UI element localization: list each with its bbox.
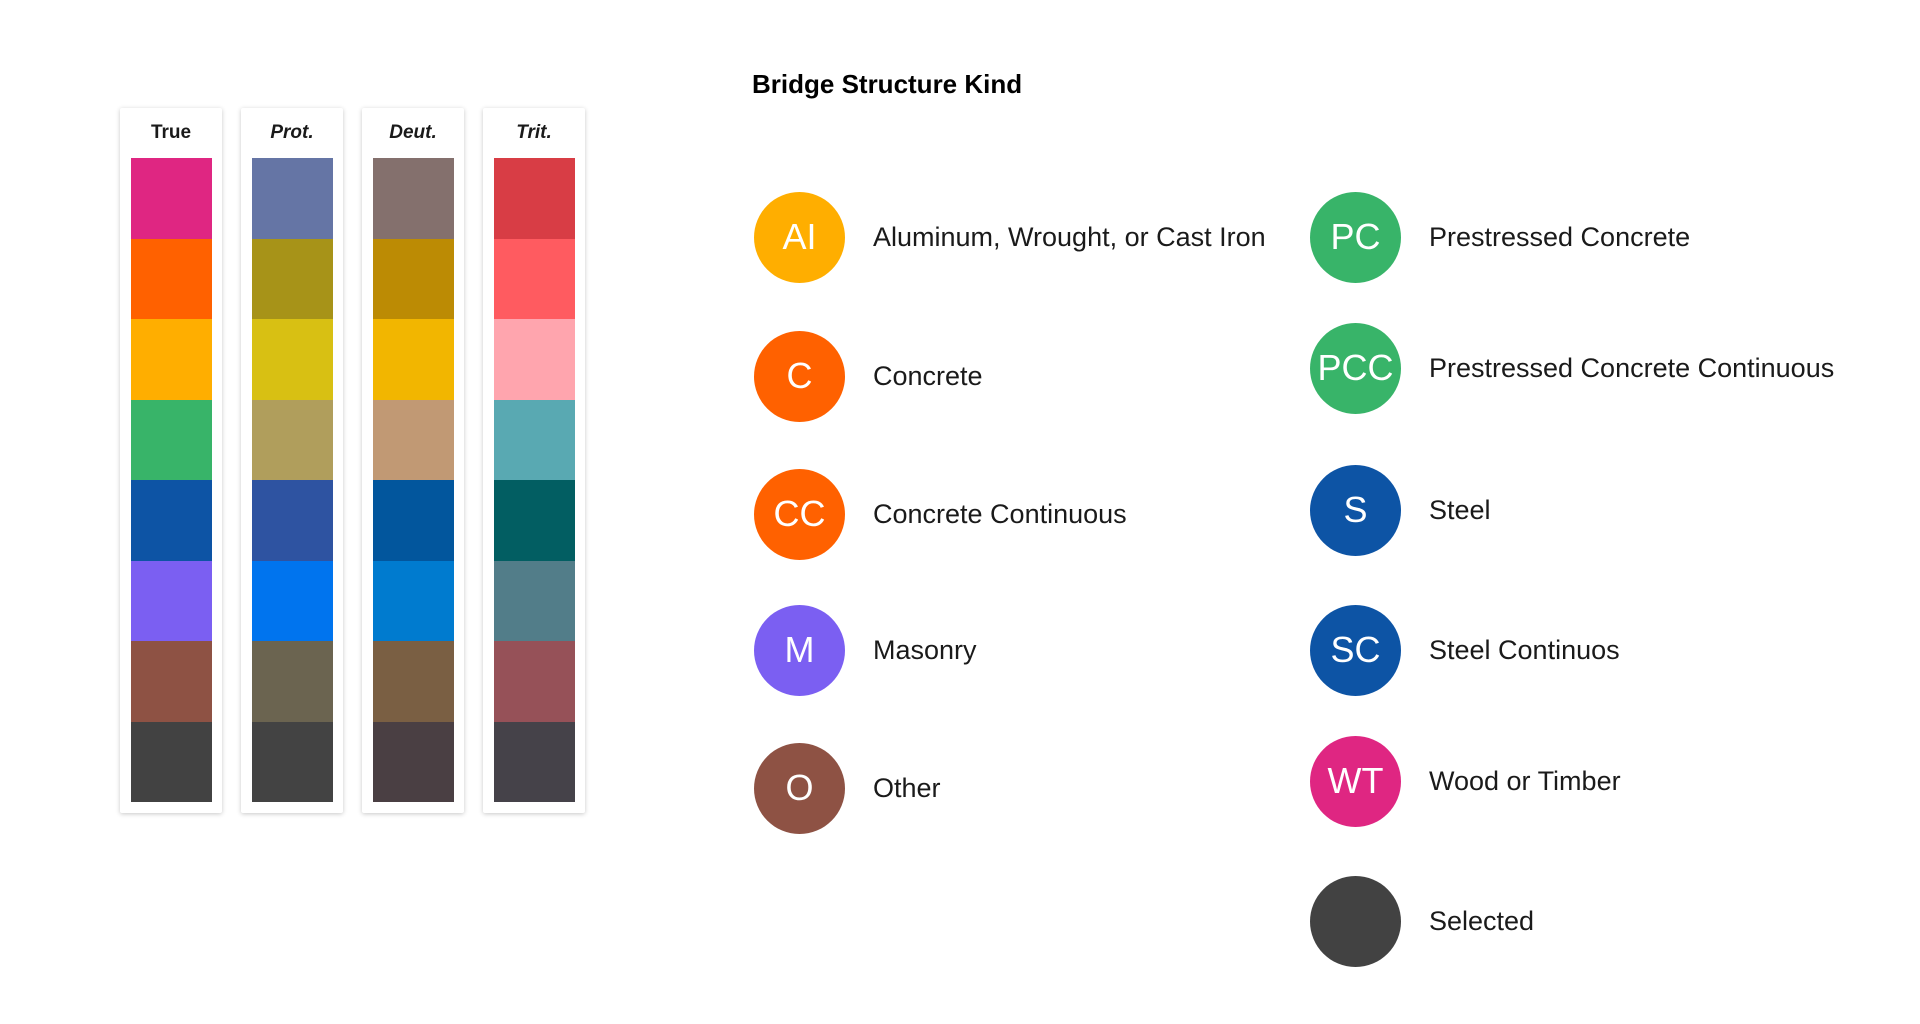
legend-item-selected: Selected bbox=[1310, 875, 1534, 967]
legend-item-other: O Other bbox=[754, 742, 941, 834]
legend-item-steel-continuous: SC Steel Continuos bbox=[1310, 604, 1620, 696]
legend-label: Prestressed Concrete bbox=[1429, 221, 1691, 252]
color-swatch bbox=[252, 560, 333, 641]
color-swatch bbox=[131, 319, 212, 400]
color-swatch bbox=[373, 238, 454, 319]
legend-item-aluminum: AI Aluminum, Wrought, or Cast Iron bbox=[754, 191, 1266, 283]
legend-label: Masonry bbox=[873, 634, 977, 665]
color-swatch bbox=[494, 480, 575, 561]
color-swatch bbox=[373, 721, 454, 802]
swatch-column-deuteranopia: Deut. bbox=[362, 108, 464, 813]
legend-title: Bridge Structure Kind bbox=[752, 69, 1023, 99]
color-swatch bbox=[494, 399, 575, 480]
legend-item-prestressed-concrete: PC Prestressed Concrete bbox=[1310, 191, 1690, 283]
legend-circle: S bbox=[1310, 464, 1401, 556]
color-swatch bbox=[494, 560, 575, 641]
legend-label: Wood or Timber bbox=[1429, 765, 1621, 796]
legend-label: Aluminum, Wrought, or Cast Iron bbox=[873, 221, 1266, 252]
legend-circle: SC bbox=[1310, 604, 1401, 696]
swatch-column-protanopia: Prot. bbox=[241, 108, 343, 813]
swatch-stack bbox=[252, 158, 333, 802]
color-swatch bbox=[494, 721, 575, 802]
color-swatch bbox=[494, 238, 575, 319]
legend-item-concrete: C Concrete bbox=[754, 330, 983, 422]
color-swatch bbox=[494, 158, 575, 239]
color-swatch bbox=[252, 158, 333, 239]
legend-circle: PCC bbox=[1310, 322, 1401, 414]
swatch-stack bbox=[494, 158, 575, 802]
color-swatch bbox=[131, 158, 212, 239]
color-swatch bbox=[252, 238, 333, 319]
swatch-column-title: Deut. bbox=[389, 122, 437, 143]
color-swatch bbox=[131, 641, 212, 722]
legend-item-prestressed-concrete-continuous: PCC Prestressed Concrete Continuous bbox=[1310, 322, 1834, 414]
color-swatch bbox=[373, 319, 454, 400]
legend-item-masonry: M Masonry bbox=[754, 604, 977, 696]
color-swatch bbox=[131, 560, 212, 641]
swatch-column-title: True bbox=[150, 122, 192, 143]
color-swatch bbox=[373, 560, 454, 641]
legend-circle: AI bbox=[754, 191, 845, 283]
color-swatch bbox=[373, 158, 454, 239]
legend-label: Concrete bbox=[873, 360, 983, 391]
color-swatch bbox=[131, 238, 212, 319]
color-swatch bbox=[373, 480, 454, 561]
color-swatch bbox=[494, 319, 575, 400]
swatch-column-tritanopia: Trit. bbox=[483, 108, 585, 813]
legend-label: Steel Continuos bbox=[1429, 634, 1620, 665]
color-swatch bbox=[494, 641, 575, 722]
swatch-stack bbox=[373, 158, 454, 802]
legend-circle: C bbox=[754, 330, 845, 422]
color-swatch bbox=[131, 480, 212, 561]
legend-label: Selected bbox=[1429, 905, 1535, 936]
legend-circle: PC bbox=[1310, 191, 1401, 283]
color-swatch bbox=[373, 641, 454, 722]
color-swatch bbox=[252, 399, 333, 480]
swatch-column-true: True bbox=[120, 108, 222, 813]
legend-label: Steel bbox=[1429, 494, 1491, 525]
legend-circle: CC bbox=[754, 468, 845, 560]
color-swatch bbox=[131, 721, 212, 802]
swatch-column-title: Trit. bbox=[516, 122, 552, 143]
swatch-column-title: Prot. bbox=[270, 122, 314, 143]
legend-circle: O bbox=[754, 742, 845, 834]
legend-item-wood-or-timber: WT Wood or Timber bbox=[1310, 735, 1621, 827]
color-swatch bbox=[252, 641, 333, 722]
swatch-stack bbox=[131, 158, 212, 802]
color-swatch bbox=[252, 480, 333, 561]
legend-label: Other bbox=[873, 772, 941, 803]
legend-circle bbox=[1310, 875, 1401, 967]
legend-circle: WT bbox=[1310, 735, 1401, 827]
color-swatch bbox=[373, 399, 454, 480]
color-swatch bbox=[252, 319, 333, 400]
color-swatch bbox=[252, 721, 333, 802]
legend-item-steel: S Steel bbox=[1310, 464, 1491, 556]
legend-circle: M bbox=[754, 604, 845, 696]
legend-label: Prestressed Concrete Continuous bbox=[1429, 352, 1835, 383]
legend-label: Concrete Continuous bbox=[873, 498, 1127, 529]
legend-item-concrete-continuous: CC Concrete Continuous bbox=[754, 468, 1127, 560]
color-swatch bbox=[131, 399, 212, 480]
